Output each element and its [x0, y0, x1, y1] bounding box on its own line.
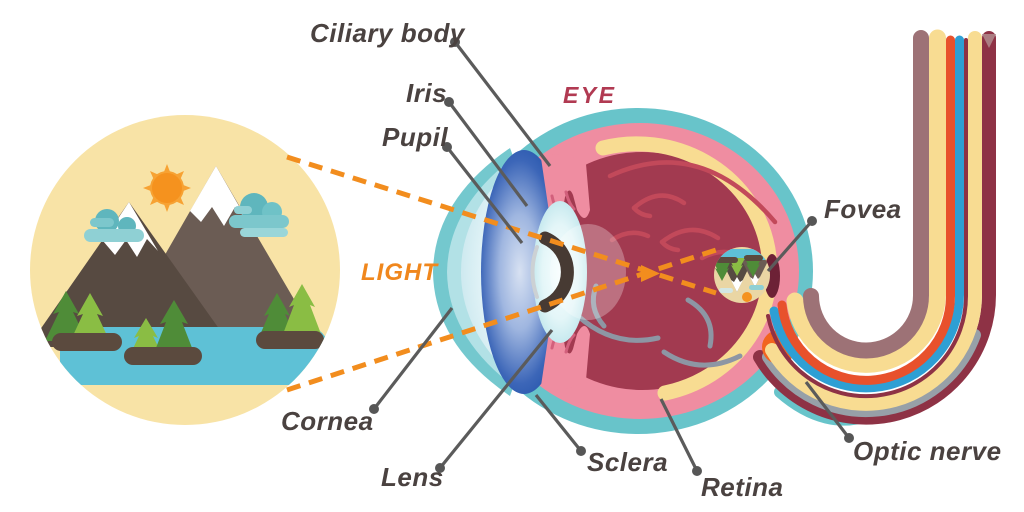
- ray-arrowhead-icon: [641, 265, 660, 282]
- leader-lens: [438, 328, 554, 470]
- island-middle: [124, 300, 202, 365]
- label-cornea: Cornea: [281, 406, 374, 436]
- pupil-highlight: [530, 245, 539, 299]
- iris: [481, 150, 567, 394]
- nerve-stripe-yellow-inner: [786, 29, 946, 373]
- light-rays: [286, 154, 717, 393]
- label-sclera: Sclera: [587, 447, 669, 477]
- nerve-cap-notch: [982, 34, 996, 48]
- optic-nerve-bundle: [753, 29, 996, 426]
- nerve-stripe-blue: [769, 35, 964, 393]
- leader-iris: [447, 101, 529, 207]
- landscape-scene: [30, 115, 340, 425]
- nerve-stripe-orange: [777, 35, 956, 385]
- nerve-stripe-mauve: [803, 30, 930, 359]
- leader-fovea: [766, 219, 814, 273]
- retina-band: [595, 136, 778, 401]
- label-optic-nerve: Optic nerve: [853, 436, 1002, 466]
- nerve-stripe-maroon-thin: [766, 38, 969, 399]
- leader-cornea: [372, 307, 454, 410]
- leader-retina: [659, 398, 699, 472]
- label-light: LIGHT: [361, 259, 438, 286]
- island-right: [256, 284, 324, 349]
- label-retina: Retina: [701, 472, 784, 502]
- label-eye: EYE: [563, 82, 617, 108]
- label-ciliary-body: Ciliary body: [310, 18, 465, 48]
- inverted-retinal-image: [714, 247, 770, 303]
- label-pupil: Pupil: [382, 122, 449, 152]
- nerve-stripe-maroon-outer: [753, 31, 996, 425]
- leader-ciliary-body: [453, 41, 552, 167]
- leader-sclera: [534, 393, 583, 453]
- label-fovea: Fovea: [824, 194, 902, 224]
- label-lens: Lens: [381, 462, 444, 492]
- leader-pupil: [445, 146, 524, 244]
- island-left: [45, 291, 122, 351]
- label-iris: Iris: [406, 78, 448, 108]
- cloud-left: [84, 209, 144, 242]
- light-glow: [550, 224, 626, 320]
- nerve-stripe-yellow-outer: [765, 31, 982, 411]
- sun: [143, 164, 191, 212]
- cloud-right: [229, 193, 289, 237]
- leader-optic-nerve: [804, 381, 851, 439]
- leader-dots: [369, 37, 854, 476]
- leader-lines: [372, 41, 851, 472]
